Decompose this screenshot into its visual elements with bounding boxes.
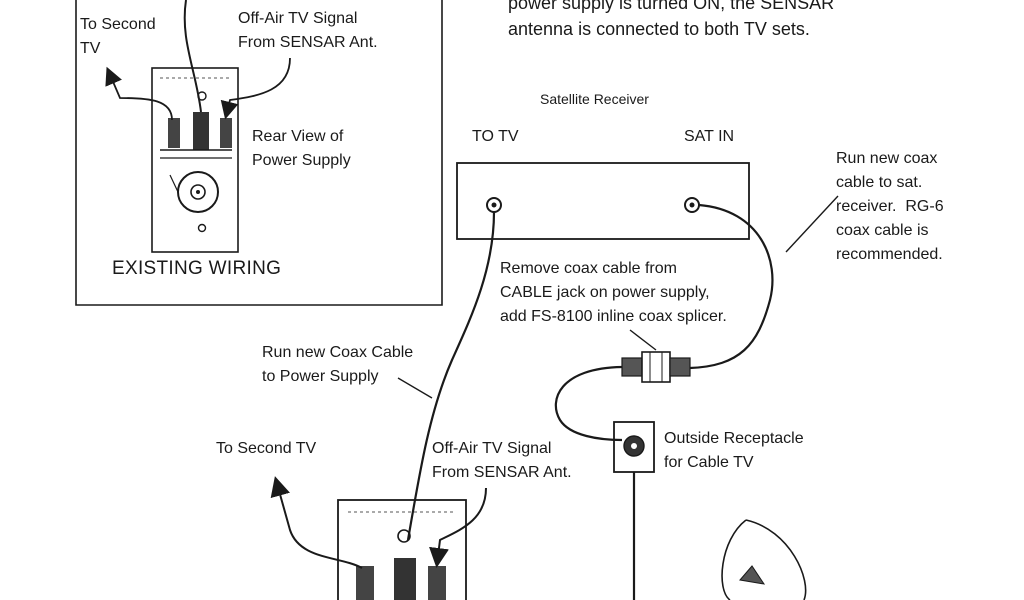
existing-to-second-tv-line-1: To Second xyxy=(80,16,156,33)
arrow-to-second-tv-new xyxy=(270,476,363,569)
connector-cable-small xyxy=(193,112,209,150)
existing-to-second-tv-line-2: TV xyxy=(80,40,101,57)
pointer-run-coax-sat xyxy=(785,195,839,253)
coax-splicer-to-receptacle xyxy=(554,365,623,442)
sat-in-label: SAT IN xyxy=(684,128,735,145)
pointer-remove-coax xyxy=(629,329,657,351)
connector-antenna-new xyxy=(428,566,446,600)
outside-receptacle xyxy=(613,421,655,600)
run-coax-sat-line-1: Run new coax xyxy=(836,150,938,167)
pointer-run-coax-ps xyxy=(397,377,433,399)
arrow-offair-new xyxy=(429,487,487,568)
cable-top-small xyxy=(183,0,202,113)
new-offair-line-2: From SENSAR Ant. xyxy=(432,464,572,481)
connector-cable-new xyxy=(394,558,416,600)
new-offair-line-1: Off-Air TV Signal xyxy=(432,440,552,457)
connector-antenna-small xyxy=(220,118,232,148)
arrow-offair-small xyxy=(220,57,291,120)
arrow-to-second-tv-small xyxy=(105,66,173,121)
connector-set-new xyxy=(356,566,374,600)
existing-offair-line-1: Off-Air TV Signal xyxy=(238,10,358,27)
run-coax-ps-line-1: Run new Coax Cable xyxy=(262,344,414,361)
run-coax-ps-line-2: to Power Supply xyxy=(262,368,379,385)
receptacle-line-2: for Cable TV xyxy=(664,454,754,471)
inline-coax-splicer xyxy=(621,351,691,383)
top-note-line-1: power supply is turned ON, the SENSAR xyxy=(508,0,835,13)
coax-to-sat-in xyxy=(689,203,774,370)
rear-view-line-1: Rear View of xyxy=(252,128,344,145)
remove-coax-line-3: add FS-8100 inline coax splicer. xyxy=(500,308,727,325)
remove-coax-line-1: Remove coax cable from xyxy=(500,260,677,277)
connector-set-small xyxy=(168,118,180,148)
remove-coax-line-2: CABLE jack on power supply, xyxy=(500,284,710,301)
power-supply-rear-small xyxy=(151,67,239,253)
existing-offair-line-2: From SENSAR Ant. xyxy=(238,34,378,51)
rear-view-line-2: Power Supply xyxy=(252,152,351,169)
run-coax-sat-line-3: receiver. RG-6 xyxy=(836,198,944,215)
existing-wiring-panel xyxy=(75,0,443,306)
run-coax-sat-line-5: recommended. xyxy=(836,246,943,263)
receiver-title: Satellite Receiver xyxy=(540,91,649,107)
satellite-dish-icon xyxy=(721,519,807,600)
top-note-line-2: antenna is connected to both TV sets. xyxy=(508,19,810,39)
run-coax-sat-line-4: coax cable is xyxy=(836,222,929,239)
existing-wiring-caption: EXISTING WIRING xyxy=(112,258,282,279)
to-tv-label: TO TV xyxy=(472,128,519,145)
run-coax-sat-line-2: cable to sat. xyxy=(836,174,923,191)
power-supply-new xyxy=(337,499,467,600)
satellite-receiver xyxy=(456,162,750,240)
receptacle-line-1: Outside Receptacle xyxy=(664,430,804,447)
new-to-second-tv: To Second TV xyxy=(216,440,317,457)
coax-to-power-supply xyxy=(406,211,496,541)
